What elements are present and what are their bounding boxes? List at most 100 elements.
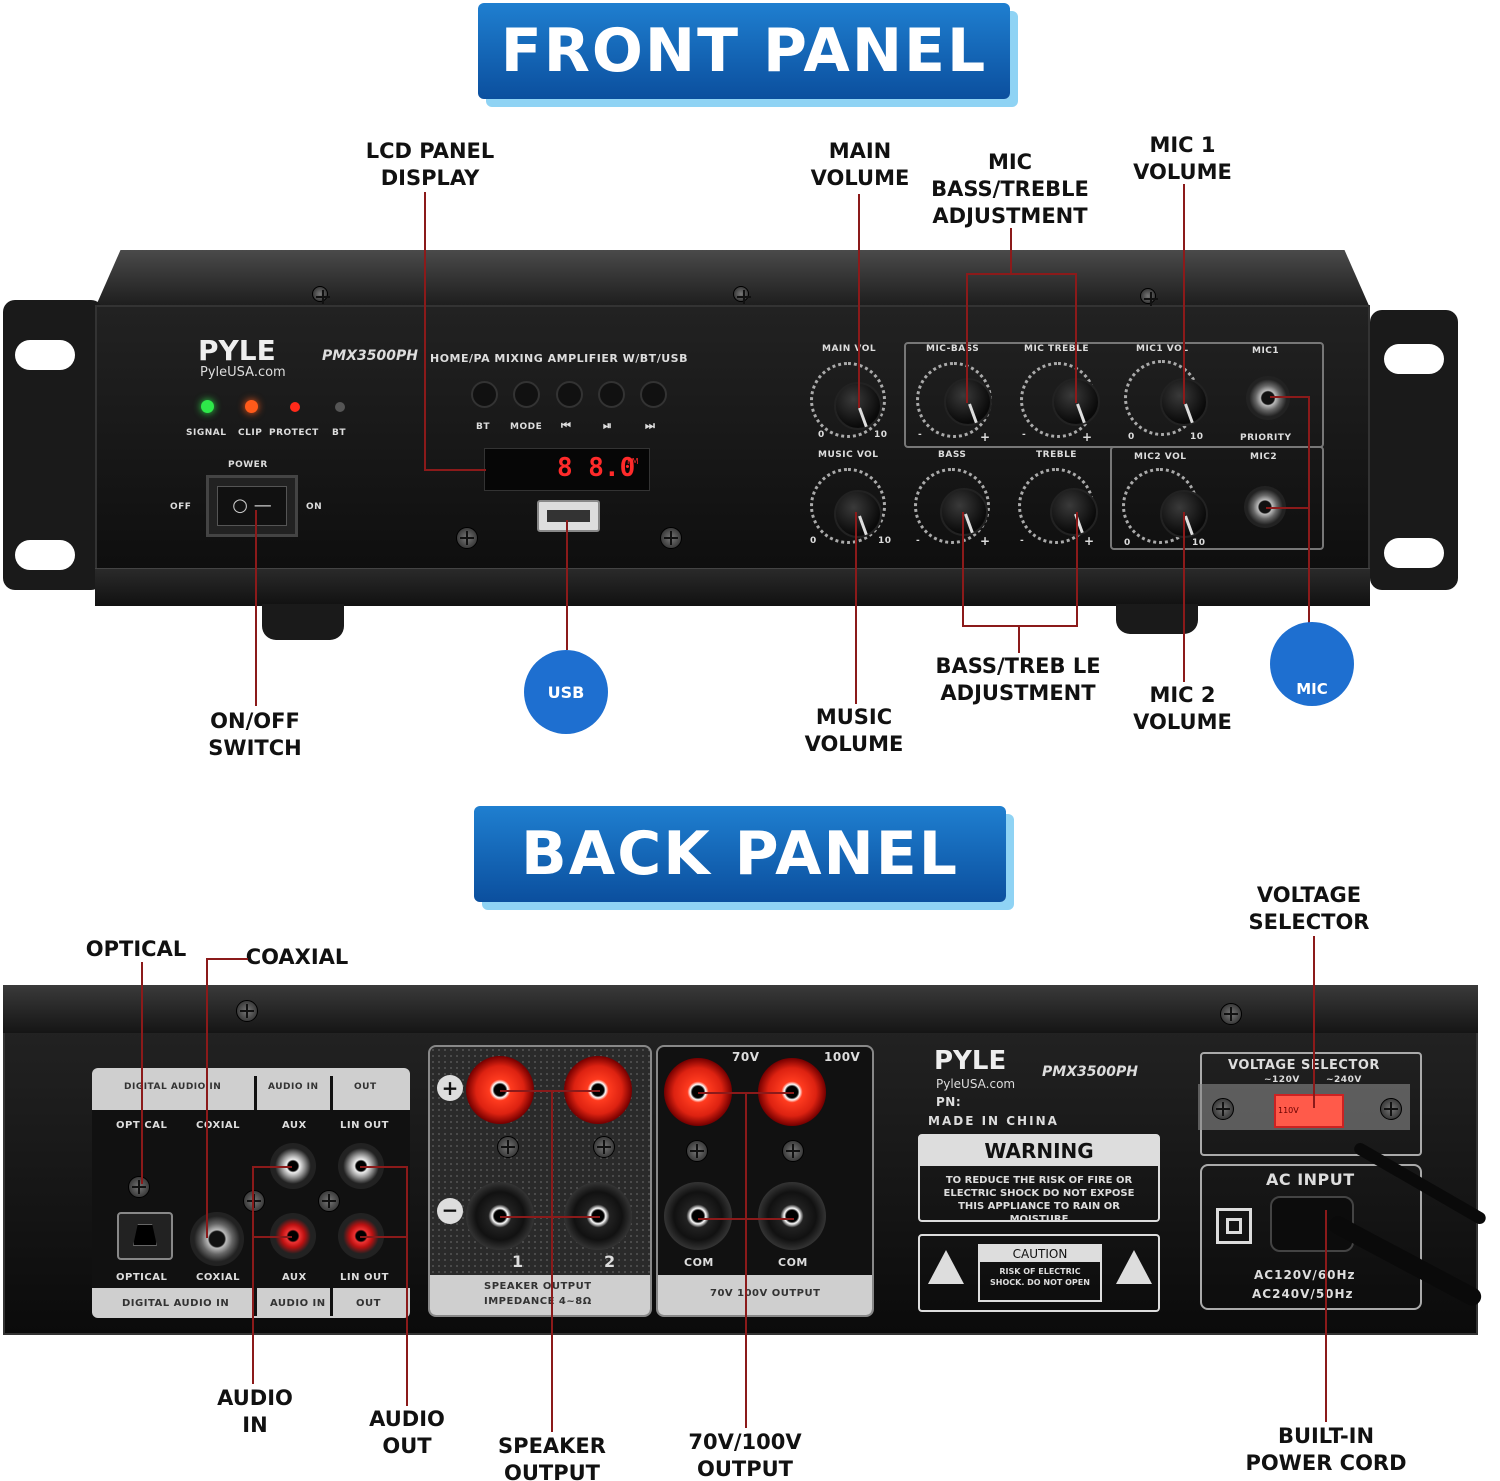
mic2-section-box — [1110, 446, 1324, 550]
front-model: PMX3500PH — [322, 348, 418, 364]
leader-usb — [566, 520, 568, 650]
leader-main-vol — [858, 194, 860, 408]
label-mic-treble: MIC TREBLE — [1024, 344, 1090, 354]
led-label-clip: CLIP — [238, 428, 263, 438]
microphone-icon: MIC — [1270, 622, 1354, 706]
leader-power-cord — [1325, 1210, 1327, 1422]
leader-mic-jack-v — [1308, 396, 1310, 636]
front-chassis-top — [95, 250, 1370, 308]
power-switch[interactable]: ○ — — [206, 475, 298, 537]
music-volume-knob[interactable] — [834, 490, 882, 538]
bt-button-label: BT — [476, 422, 490, 432]
front-screw-1 — [456, 527, 478, 549]
top-screw-3 — [1140, 288, 1158, 306]
led-label-protect: PROTECT — [269, 428, 319, 438]
com-terminal-1[interactable] — [664, 1182, 732, 1250]
label-ac120: AC120V/60Hz — [1254, 1268, 1356, 1282]
back-pn: PN: — [936, 1095, 962, 1109]
label-aux-top: AUX — [282, 1120, 307, 1131]
label-mic1: MIC1 — [1252, 346, 1280, 356]
coaxial-input-jack[interactable] — [190, 1212, 244, 1266]
front-brand-site: PyleUSA.com — [200, 365, 286, 380]
mic-treble-min: - — [1022, 430, 1027, 440]
voltage-selector-switch[interactable]: 110V — [1274, 1094, 1344, 1128]
label-out-top: OUT — [354, 1082, 377, 1092]
led-protect — [290, 402, 300, 412]
mode-button-label: MODE — [510, 422, 543, 432]
leader-mic-bt-v — [1010, 228, 1012, 274]
front-screw-2 — [660, 527, 682, 549]
mode-button[interactable] — [513, 381, 540, 408]
front-faceplate — [95, 305, 1370, 605]
next-button[interactable] — [640, 381, 667, 408]
label-priority: PRIORITY — [1240, 433, 1292, 443]
mic-bass-knob[interactable] — [944, 378, 992, 426]
label-100v: 100V — [824, 1050, 861, 1064]
label-out-bottom: OUT — [356, 1298, 381, 1309]
usb-port[interactable] — [537, 500, 600, 532]
led-label-bt: BT — [332, 428, 346, 438]
treble-knob[interactable] — [1050, 488, 1098, 536]
lcd-display: 8 8.0 FM — [484, 448, 650, 491]
led-bt — [335, 402, 345, 412]
bass-knob[interactable] — [940, 488, 988, 536]
play-pause-button[interactable] — [598, 381, 625, 408]
leader-speaker-h2 — [500, 1216, 600, 1218]
label-treble: TREBLE — [1036, 450, 1077, 460]
leader-mic-treble — [1075, 273, 1077, 403]
usb-icon: USB — [524, 650, 608, 734]
label-com-2: COM — [778, 1256, 808, 1269]
speaker-ch1-label: 1 — [512, 1252, 524, 1271]
power-on-label: ON — [306, 502, 323, 512]
main-vol-min: 0 — [818, 430, 825, 440]
leader-coaxial-h — [206, 958, 248, 960]
leader-audio-out-h2 — [360, 1236, 408, 1238]
bass-max: + — [980, 534, 991, 548]
io-screw-1 — [128, 1176, 150, 1198]
led-signal — [201, 400, 214, 413]
optical-input-port[interactable] — [117, 1212, 173, 1260]
line-screw-1 — [686, 1140, 708, 1162]
voltage-switch-label: 110V — [1278, 1106, 1299, 1115]
leader-coaxial-v — [206, 958, 208, 1238]
leader-mic2 — [1183, 512, 1185, 682]
warning-title: WARNING — [920, 1136, 1158, 1166]
front-subtitle: HOME/PA MIXING AMPLIFIER W/BT/USB — [430, 352, 688, 365]
leader-bt-left — [962, 512, 964, 626]
music-vol-ring — [810, 468, 886, 544]
label-audio-in-top: AUDIO IN — [268, 1082, 319, 1092]
label-speaker-output: SPEAKER OUTPUT — [484, 1281, 592, 1292]
back-model: PMX3500PH — [1042, 1064, 1138, 1080]
label-mic-bass: MIC-BASS — [926, 344, 980, 354]
speaker-screw-2 — [593, 1136, 615, 1158]
mic-bass-min: - — [918, 430, 923, 440]
treble-max: + — [1084, 534, 1095, 548]
label-impedance: IMPEDANCE 4~8Ω — [484, 1296, 592, 1307]
label-digital-audio-in-top: DIGITAL AUDIO IN — [124, 1082, 222, 1092]
back-screw-1 — [236, 1000, 258, 1022]
leader-optical — [141, 962, 143, 1184]
leader-audio-in-v — [252, 1166, 254, 1384]
mic1-vol-max: 10 — [1190, 432, 1204, 442]
back-brand-logo: PYLE — [934, 1046, 1007, 1076]
com-terminal-2[interactable] — [758, 1182, 826, 1250]
speaker-ch2-label: 2 — [604, 1252, 616, 1271]
mic1-input-jack[interactable] — [1246, 376, 1290, 420]
bt-button[interactable] — [471, 381, 498, 408]
prev-button[interactable] — [556, 381, 583, 408]
mic1-volume-knob[interactable] — [1160, 378, 1208, 426]
label-aux-bottom: AUX — [282, 1272, 307, 1283]
front-rack-ear-left — [3, 300, 103, 590]
main-vol-ring — [810, 362, 886, 438]
top-screw-1 — [312, 286, 330, 304]
leader-mic2-jack-h — [1266, 507, 1310, 509]
label-lin-out-bottom: LIN OUT — [340, 1272, 389, 1283]
front-foot-right — [1116, 604, 1198, 634]
leader-70v-v — [745, 1092, 747, 1428]
label-audio-in-bottom: AUDIO IN — [270, 1298, 326, 1309]
